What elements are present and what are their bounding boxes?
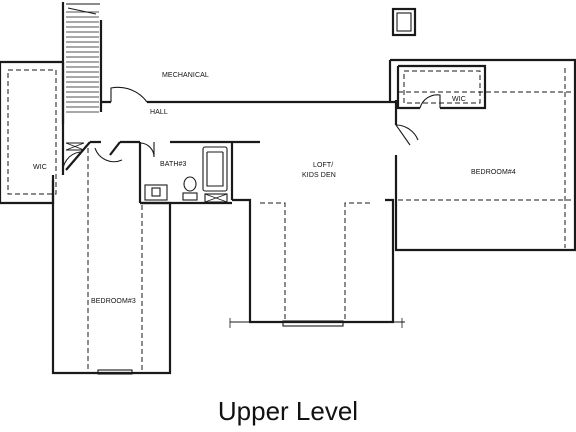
plan-title: Upper Level [217,396,359,426]
skylight [391,7,417,37]
loft-room [229,198,405,328]
bedroom3-label: BEDROOM#3 [91,298,136,305]
bedroom4-label: BEDROOM#4 [471,169,516,176]
bedroom3-room [51,141,172,375]
bath3-label: BATH#3 [160,161,187,168]
wic-left-label: WIC [33,164,47,171]
bath3-room [138,142,234,205]
hall-corridor [51,86,390,203]
wic-right-label: WIC [452,96,466,103]
loft-label-line2: KIDS DEN [302,172,336,179]
bedroom4-room [388,58,576,252]
hall-label: HALL [150,109,168,116]
wic-left-room [0,60,85,205]
staircase [61,2,103,124]
loft-label-line1: LOFT/ [313,162,333,169]
mechanical-label: MECHANICAL [162,72,209,79]
